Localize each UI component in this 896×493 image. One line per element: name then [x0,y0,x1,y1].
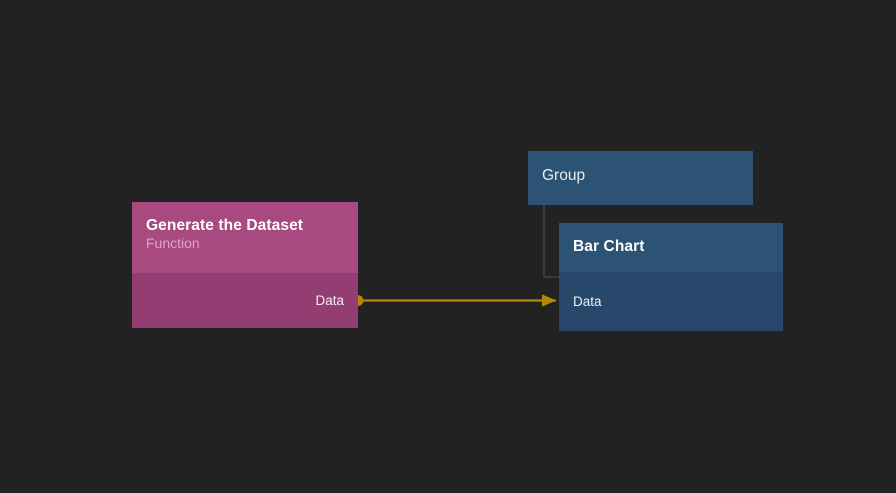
node-body-bar-chart: Data [559,272,783,331]
node-header-bar-chart[interactable]: Bar Chart [559,223,783,272]
output-port-data[interactable]: Data [315,273,344,328]
input-port-data[interactable]: Data [573,272,602,331]
input-port-label: Data [573,294,602,309]
node-title: Generate the Dataset [146,217,304,234]
edge-data-to-data[interactable] [352,294,557,307]
node-title: Bar Chart [573,238,645,255]
group-bracket-icon [543,205,560,278]
node-subtitle: Function [146,235,200,252]
node-body-generate-the-dataset: Data [132,273,358,328]
group-title: Group [542,167,586,184]
node-generate-the-dataset[interactable]: Generate the Dataset Function Data [132,202,358,328]
node-header-generate-the-dataset[interactable]: Generate the Dataset Function [132,202,358,273]
node-group[interactable]: Group [528,151,753,205]
output-port-label: Data [315,293,344,308]
node-bar-chart[interactable]: Bar Chart Data [559,223,783,331]
